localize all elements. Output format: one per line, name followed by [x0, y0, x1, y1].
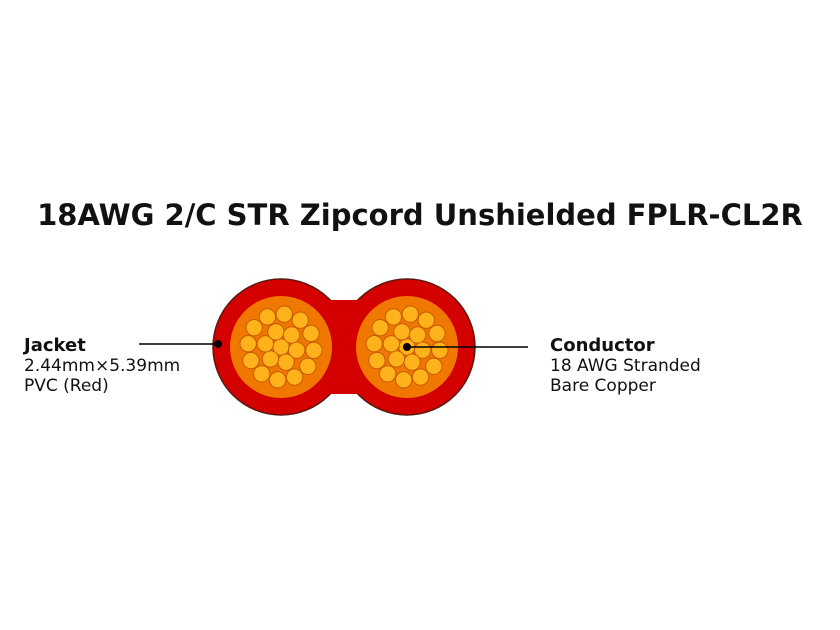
copper-strand — [256, 335, 275, 353]
copper-strand — [245, 319, 263, 337]
copper-strand — [267, 323, 285, 341]
copper-strand — [365, 335, 383, 353]
copper-strand — [305, 341, 323, 359]
conductor-material: Bare Copper — [550, 376, 656, 396]
copper-strand — [431, 341, 449, 359]
copper-strand — [428, 324, 446, 343]
copper-strand — [302, 324, 320, 343]
left-conductor-strands — [239, 305, 323, 389]
copper-strand — [261, 350, 280, 368]
copper-strand — [253, 365, 271, 383]
conductor-gauge: 18 AWG Stranded — [550, 356, 701, 376]
copper-strand — [242, 351, 260, 370]
copper-strand — [403, 353, 421, 371]
copper-strand — [277, 353, 295, 371]
copper-strand — [368, 351, 386, 370]
copper-strand — [285, 368, 304, 386]
copper-strand — [371, 319, 389, 337]
copper-strand — [382, 335, 401, 353]
copper-strand — [239, 335, 257, 353]
copper-strand — [425, 357, 443, 375]
copper-strand — [393, 323, 411, 341]
jacket-callout: Jacket 2.44mm×5.39mm PVC (Red) — [24, 335, 181, 397]
copper-strand — [401, 305, 419, 323]
jacket-material: PVC (Red) — [24, 376, 109, 396]
copper-strand — [299, 357, 317, 375]
copper-strand — [379, 365, 397, 383]
jacket-dimensions: 2.44mm×5.39mm — [24, 356, 181, 376]
copper-strand — [275, 305, 293, 323]
conductor-leader-dot — [403, 343, 411, 351]
jacket-leader-dot — [214, 340, 222, 348]
copper-strand — [291, 311, 309, 329]
copper-strand — [417, 311, 435, 329]
conductor-callout: Conductor 18 AWG Stranded Bare Copper — [550, 335, 701, 397]
jacket-heading: Jacket — [24, 335, 86, 356]
copper-strand — [282, 326, 301, 344]
copper-strand — [258, 308, 277, 326]
copper-strand — [384, 308, 403, 326]
copper-strand — [395, 371, 413, 389]
copper-strand — [387, 350, 406, 368]
diagram-title: 18AWG 2/C STR Zipcord Unshielded FPLR-CL… — [37, 198, 803, 232]
copper-strand — [411, 368, 430, 386]
conductor-heading: Conductor — [550, 335, 655, 356]
copper-strand — [408, 326, 427, 344]
copper-strand — [269, 371, 287, 389]
